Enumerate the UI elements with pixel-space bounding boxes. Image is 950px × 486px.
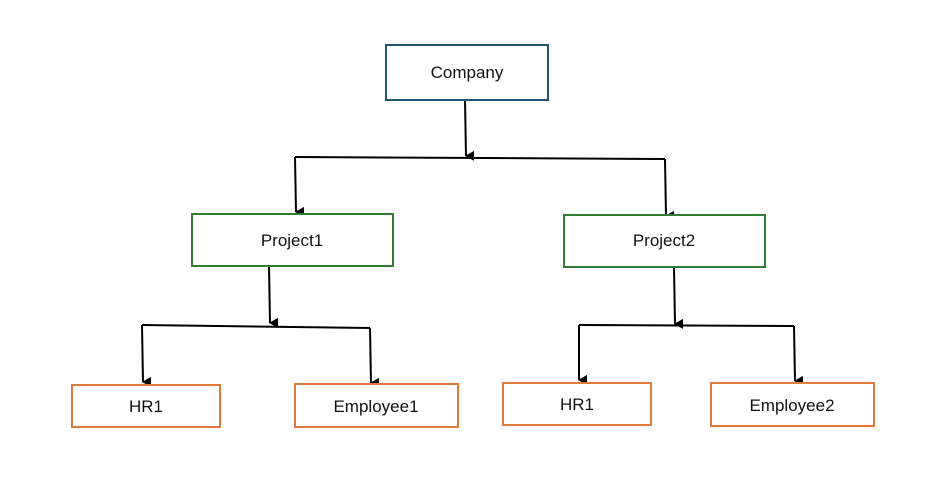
connector-project2-bar [578,324,795,327]
node-employee1-label: Employee1 [333,397,418,416]
node-hr1-left: HR1 [71,384,221,428]
node-project2-label: Project2 [633,231,695,250]
connector-project2-to-children [578,266,804,386]
connector-company-bar [294,156,666,160]
connector-to-project1 [294,156,305,217]
connector-to-hr1-left [141,324,152,387]
connector-company-to-projects [294,99,675,221]
node-employee1: Employee1 [294,383,459,428]
node-project1: Project1 [191,213,394,267]
node-employee2: Employee2 [710,382,875,427]
node-company-label: Company [431,63,504,82]
node-hr1-left-box [71,384,221,428]
connector-to-employee2 [793,325,804,386]
node-employee2-label: Employee2 [749,396,834,415]
node-company: Company [385,44,549,101]
node-project1-label: Project1 [261,231,323,250]
node-hr1-right-label: HR1 [560,395,594,414]
connector-project1-trunk [268,265,279,328]
connector-company-trunk [464,99,475,161]
connector-to-employee1 [369,327,380,388]
node-project2-box [563,214,766,268]
node-employee2-box [710,382,875,427]
connector-to-project2 [664,158,675,221]
node-employee1-box [294,383,459,428]
node-project1-box [191,213,394,267]
node-hr1-right: HR1 [502,382,652,426]
connector-project1-bar [141,324,371,329]
connector-project1-to-children [141,265,380,388]
node-project2: Project2 [563,214,766,268]
node-hr1-right-box [502,382,652,426]
connector-project2-trunk [673,266,684,329]
node-hr1-left-label: HR1 [129,397,163,416]
node-company-box [385,44,549,101]
